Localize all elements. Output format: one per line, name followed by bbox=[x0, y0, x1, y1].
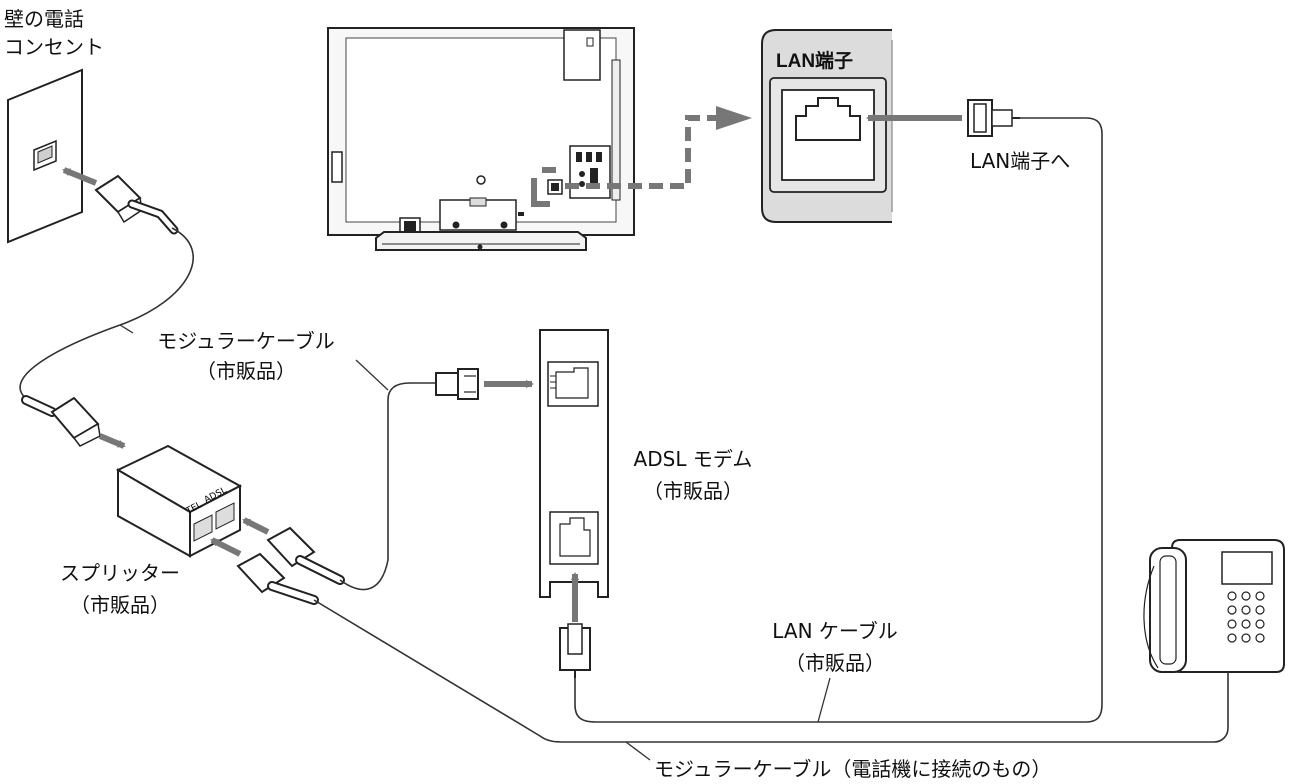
wall-outlet-label-line1: 壁の電話 bbox=[4, 7, 84, 31]
modular-cable-note: （市販品） bbox=[196, 359, 296, 383]
adsl-modem-note: （市販品） bbox=[643, 479, 743, 503]
arrow-tel-plug-to-splitter bbox=[210, 537, 242, 557]
modular-cable-label: モジュラーケーブル bbox=[157, 329, 335, 353]
splitter-note: （市販品） bbox=[70, 593, 170, 617]
modular-cable-phone-label: モジュラーケーブル（電話機に接続のもの） bbox=[654, 757, 1052, 781]
lan-terminal-title: LAN端子 bbox=[776, 51, 854, 72]
adsl-modem-label: ADSL モデム bbox=[633, 447, 753, 471]
arrow-plug-to-outlet bbox=[62, 167, 98, 186]
splitter-icon: TEL ADSL bbox=[115, 444, 243, 558]
wall-outlet-label-line2: コンセント bbox=[4, 35, 104, 59]
lan-terminal-port-icon bbox=[795, 97, 861, 141]
telephone-icon bbox=[1143, 539, 1285, 673]
lan-plug-icon bbox=[559, 623, 591, 678]
wall-phone-outlet-icon bbox=[7, 68, 83, 244]
modular-plug-icon bbox=[94, 174, 179, 235]
lan-cable-note: （市販品） bbox=[785, 651, 885, 675]
splitter-label: スプリッター bbox=[60, 561, 180, 585]
modular-plug-icon bbox=[21, 395, 101, 447]
modular-cable-phone bbox=[313, 599, 1229, 743]
arrow-plug-to-splitter bbox=[98, 433, 126, 449]
modular-cable-splitter-modem bbox=[339, 382, 436, 591]
to-lan-terminal-label: LAN端子へ bbox=[970, 149, 1071, 173]
lan-terminal-panel bbox=[761, 29, 893, 223]
modular-plug-icon bbox=[236, 552, 319, 605]
lan-cable bbox=[574, 117, 1103, 723]
dashed-link-tv-to-lan bbox=[565, 115, 718, 189]
lan-plug-icon bbox=[967, 99, 1020, 137]
lan-cable-label: LAN ケーブル bbox=[772, 619, 898, 643]
tv-rear-panel-icon bbox=[327, 27, 635, 251]
modular-plug-icon bbox=[266, 526, 345, 585]
modular-plug-icon bbox=[435, 368, 479, 400]
arrow-adsl-plug-to-splitter bbox=[242, 517, 270, 535]
adsl-modem-icon bbox=[539, 329, 609, 598]
